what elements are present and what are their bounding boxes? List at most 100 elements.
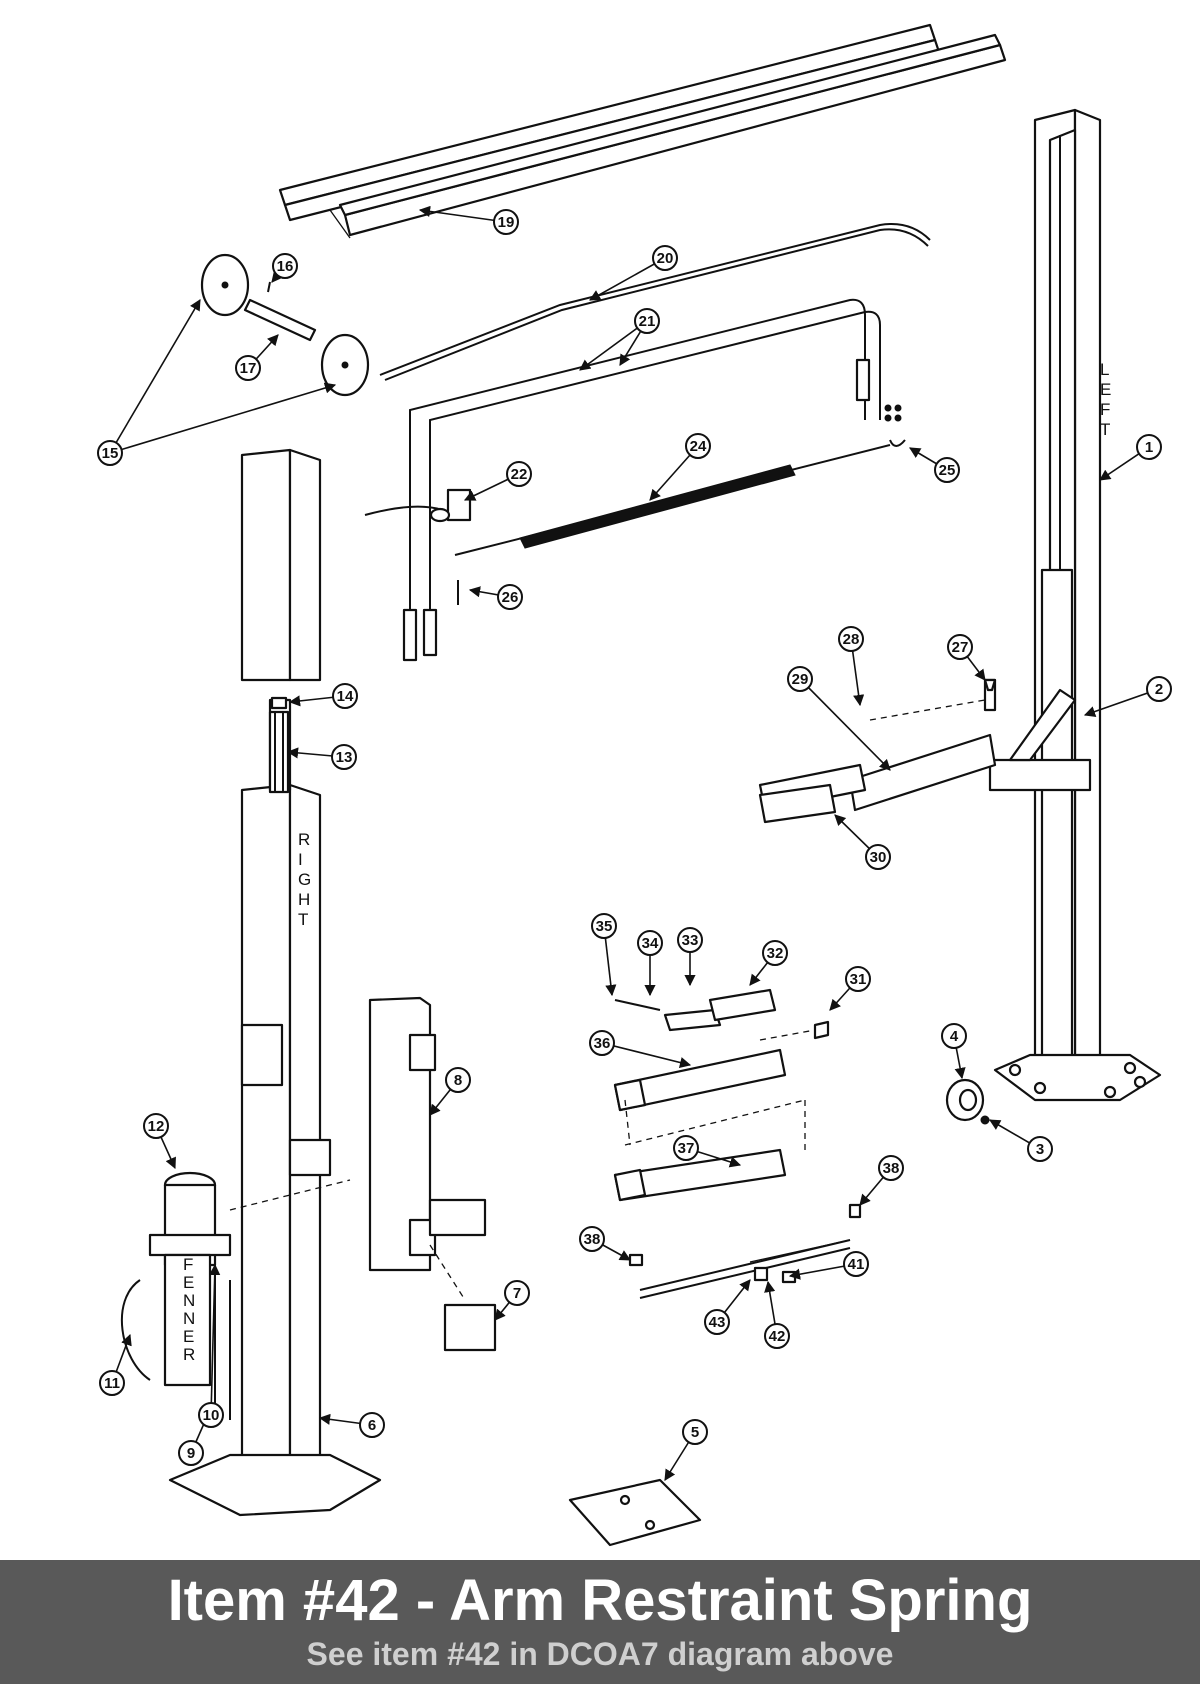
callout-number: 2 [1155,681,1163,698]
callout-leader [601,1042,692,1068]
callout-12: 12 [143,1113,176,1170]
callout-number: 32 [767,945,784,962]
callout-number: 38 [883,1160,900,1177]
callout-28: 28 [838,626,865,707]
callout-36: 36 [589,1030,692,1068]
callout-circle [634,308,660,334]
bumper [945,1078,990,1125]
callout-leader [799,678,891,771]
callout-circle [685,433,711,459]
callout-circle [589,1030,615,1056]
callout-number: 10 [203,1407,220,1424]
callout-circle [637,930,663,956]
callout-number: 9 [187,1445,195,1462]
callout-leader [418,205,507,223]
callout-circle [272,253,298,279]
callout-number: 34 [642,935,659,952]
callout-circle [445,1067,471,1093]
callout-number: 19 [498,214,515,231]
callout-number: 38 [584,1231,601,1248]
callout-circle [865,844,891,870]
callout-number: 3 [1036,1141,1044,1158]
callout-4: 4 [941,1023,967,1080]
callout-circle [506,461,532,487]
callout-34: 34 [637,930,663,997]
callout-leader [1083,688,1160,717]
callout-leader [109,382,337,454]
callout-number: 35 [596,918,613,935]
callout-31: 31 [829,966,871,1011]
hydraulic-lines [402,298,881,662]
callout-27: 27 [947,634,986,681]
callout-number: 16 [277,258,294,275]
callout-circle [1136,434,1162,460]
callout-circle [947,634,973,660]
callout-26: 26 [468,584,523,610]
callout-circle [838,626,864,652]
callout-number: 13 [336,749,353,766]
callout-circle [764,1323,790,1349]
callout-8: 8 [429,1067,471,1116]
callout-circle [677,927,703,953]
lock-rod [454,444,891,556]
callout-circle [843,1251,869,1277]
callout-number: 28 [843,631,860,648]
callout-circle [493,209,519,235]
callout-number: 43 [709,1314,726,1331]
callout-circle [178,1440,204,1466]
callout-1: 1 [1099,434,1162,481]
callout-29: 29 [787,666,891,771]
callout-number: 37 [678,1140,695,1157]
callout-number: 26 [502,589,519,606]
callout-leader [579,320,648,371]
callout-number: 17 [240,360,257,377]
callout-circle [359,1412,385,1438]
callout-7: 7 [494,1280,530,1321]
callout-35: 35 [591,913,617,997]
callout-number: 7 [513,1285,521,1302]
callout-circle [497,584,523,610]
callout-number: 27 [952,639,969,656]
callout-circle [652,245,678,271]
callout-38: 38 [579,1226,631,1261]
callout-number: 24 [690,438,707,455]
callout-circle [198,1402,224,1428]
banner-title: Item #42 - Arm Restraint Spring [167,1568,1033,1633]
callout-number: 25 [939,462,956,479]
callout-leader [589,257,666,301]
callout-38: 38 [859,1155,904,1206]
callout-circle [934,457,960,483]
callout-number: 11 [104,1375,120,1392]
left-column [993,108,1162,1102]
callout-number: 33 [682,932,699,949]
callout-leader [109,299,201,454]
callout-circle [878,1155,904,1181]
right-column [168,448,382,1517]
arm-components [613,988,830,1202]
callout-number: 8 [454,1072,462,1089]
restraint-rod-assembly [628,1203,862,1299]
callout-32: 32 [749,940,788,986]
callout-22: 22 [463,461,532,501]
caption-banner: Item #42 - Arm Restraint Spring See item… [0,1560,1200,1684]
callout-circle [941,1023,967,1049]
callout-15: 15 [97,299,201,466]
callout-5: 5 [664,1419,708,1481]
callout-circle [579,1226,605,1252]
callout-17: 17 [235,334,279,381]
callout-number: 15 [102,445,119,462]
callout-16: 16 [271,253,298,283]
callout-circle [1027,1136,1053,1162]
callout-21: 21 [579,308,660,371]
callout-24: 24 [649,433,711,501]
callout-circle [704,1309,730,1335]
callout-number: 4 [950,1028,959,1045]
callout-leader [209,1263,221,1416]
callout-circle [97,440,123,466]
callout-3: 3 [989,1119,1053,1162]
callout-number: 6 [368,1417,376,1434]
